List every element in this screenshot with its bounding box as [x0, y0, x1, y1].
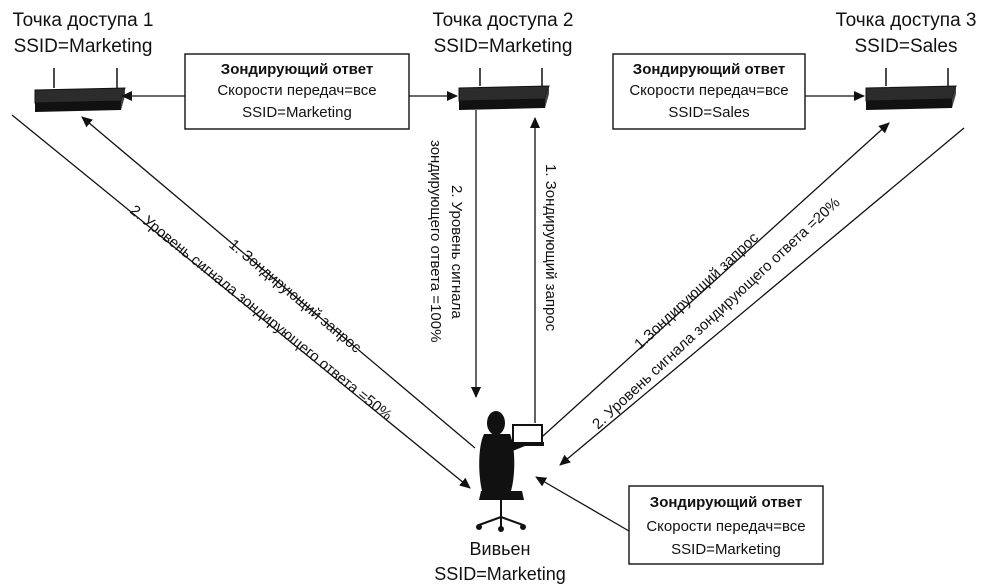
ap1-ssid: SSID=Marketing	[14, 36, 153, 57]
access-point-3-icon	[865, 68, 957, 110]
probe-response-box-2-ssid: SSID=Sales	[668, 104, 749, 121]
probe-response-box-3-ssid: SSID=Marketing	[671, 541, 781, 558]
access-point-2-icon	[458, 68, 550, 110]
probe-response-box-3	[628, 485, 824, 565]
probe-response-box-3-rates: Скорости передач=все	[646, 518, 805, 535]
probe-response-box-1	[184, 53, 410, 130]
box3-left-arrow	[535, 476, 630, 532]
ap1-response-line	[11, 114, 471, 489]
ap2-request-label: 1. Зондирующий запрос	[542, 164, 559, 332]
ap3-request-line	[532, 122, 890, 446]
ap3-signal-label: 2. Уровень сигнала зондирующего ответа =…	[589, 194, 843, 433]
access-point-1-icon	[34, 68, 126, 112]
ap2-name: Точка доступа 2	[432, 10, 573, 31]
user-at-laptop-icon	[476, 411, 544, 532]
user-ssid: SSID=Marketing	[434, 564, 566, 584]
ap3-response-line	[559, 127, 965, 466]
ap1-request-line	[81, 116, 476, 449]
ap2-signal-label-line1: 2. Уровень сигнала	[448, 185, 465, 319]
probe-response-box-1-ssid: SSID=Marketing	[242, 104, 352, 121]
ap3-name: Точка доступа 3	[835, 10, 976, 31]
probe-response-box-2	[612, 53, 806, 130]
user-name: Вивьен	[470, 539, 531, 559]
probe-response-box-1-rates: Скорости передач=все	[217, 82, 376, 99]
probe-response-box-2-rates: Скорости передач=все	[629, 82, 788, 99]
ap3-ssid: SSID=Sales	[855, 36, 958, 57]
ap2-ssid: SSID=Marketing	[434, 36, 573, 57]
ap1-name: Точка доступа 1	[12, 10, 153, 31]
ap2-signal-label-line2: зондирующего ответа =100%	[427, 140, 444, 342]
probe-response-box-3-title: Зондирующий ответ	[650, 494, 802, 511]
probe-response-box-1-title: Зондирующий ответ	[221, 61, 373, 78]
probe-response-box-2-title: Зондирующий ответ	[633, 61, 785, 78]
ap1-signal-label: 2. Уровень сигнала зондирующего ответа =…	[126, 202, 395, 424]
